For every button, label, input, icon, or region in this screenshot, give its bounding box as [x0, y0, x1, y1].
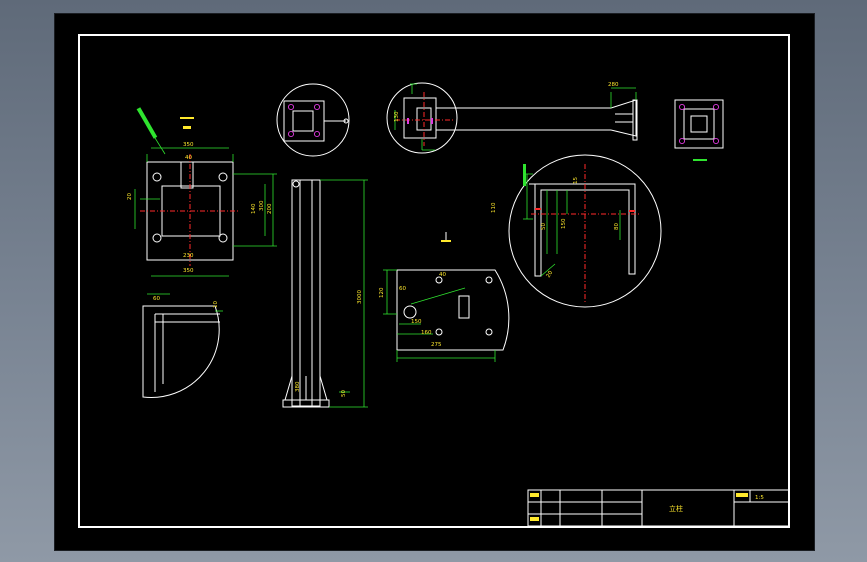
- dim-arm-b: 40: [439, 272, 446, 278]
- circle-top-view: [276, 83, 350, 157]
- cad-drawing: 280 130 350 40 20 230 300 140 200 350 60…: [78, 34, 790, 528]
- dim-arm-e: 160: [421, 330, 432, 336]
- dim-section-d: 20: [546, 270, 555, 279]
- dim-arm-d: 150: [411, 319, 422, 325]
- dim-plate-f: 140: [251, 203, 257, 214]
- dim-arm-c: 120: [379, 287, 385, 298]
- dim-section-a: 50: [541, 223, 547, 230]
- dim-plate-a: 350: [183, 142, 194, 148]
- dim-section-w: 15: [573, 177, 579, 184]
- drawing-scale: 1:5: [755, 495, 764, 501]
- arm-side-view: [386, 82, 638, 154]
- drawing-canvas: 280 130 350 40 20 230 300 140 200 350 60…: [54, 13, 815, 551]
- dim-bracket-left: 130: [394, 111, 400, 122]
- dim-section-h: 110: [491, 202, 497, 213]
- title-block: [527, 489, 790, 527]
- dim-corner-b: 10: [213, 301, 219, 308]
- section-mark-text: [183, 126, 191, 129]
- dim-plate-c: 20: [127, 193, 133, 200]
- dim-post-height: 3000: [357, 290, 363, 304]
- dim-section-c: 80: [614, 223, 620, 230]
- dim-post-foot: 50: [341, 390, 347, 397]
- section-detail-circle: [508, 154, 662, 308]
- post-front-view: [282, 179, 368, 408]
- dim-section-b: 150: [561, 218, 567, 229]
- dim-post-base: 380: [295, 381, 301, 392]
- square-view-aa: [674, 99, 724, 161]
- dim-plate-b: 40: [185, 155, 192, 161]
- dim-top-bracket: 280: [608, 82, 619, 88]
- dim-arm-f: 275: [431, 342, 442, 348]
- dim-arm-a: 60: [399, 286, 406, 292]
- section-mark: [180, 117, 194, 119]
- flange-plate-view: [134, 147, 277, 277]
- dim-plate-g: 200: [267, 203, 273, 214]
- dim-plate-h: 350: [183, 268, 194, 274]
- dim-plate-d: 230: [183, 253, 194, 259]
- leader-note: [136, 107, 158, 139]
- drawing-border: [78, 34, 790, 528]
- dim-corner-a: 60: [153, 296, 160, 302]
- side-plate-view: [383, 232, 510, 362]
- drawing-name: 立柱: [669, 504, 683, 513]
- corner-detail-view: [142, 293, 223, 398]
- dim-plate-e: 300: [259, 200, 265, 211]
